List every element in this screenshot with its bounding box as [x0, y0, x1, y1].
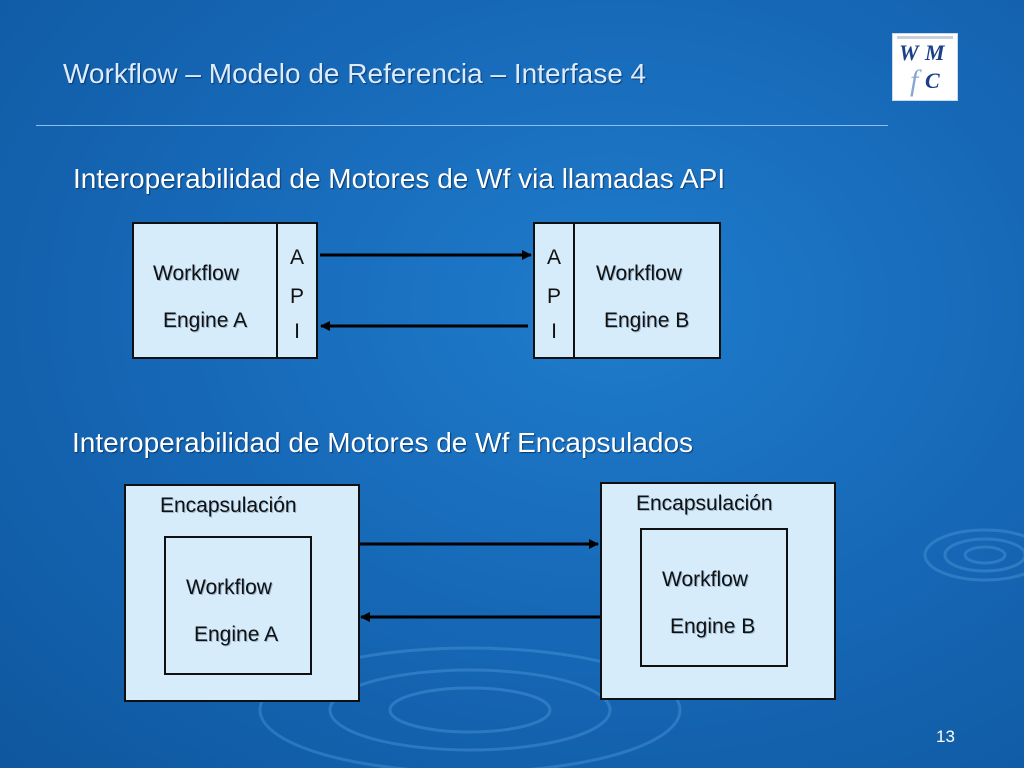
api-box-a: [276, 222, 318, 359]
encapsulation-b-label: Encapsulación: [636, 492, 773, 515]
api-letter: P: [546, 285, 561, 308]
encap-engine-a-line2: Engine A: [194, 623, 279, 646]
encap-engine-a-line1: Workflow: [186, 576, 272, 599]
api-letter: P: [289, 285, 304, 308]
encapsulation-a-label: Encapsulación: [160, 494, 297, 517]
logo-letter: W: [899, 40, 919, 65]
page-number: 13: [936, 727, 955, 746]
engine-b-line1: Workflow: [596, 262, 682, 285]
engine-a-line2: Engine A: [163, 309, 248, 332]
section1-heading: Interoperabilidad de Motores de Wf via l…: [73, 163, 726, 194]
api-letter: A: [546, 246, 561, 269]
engine-a-box: [132, 222, 278, 359]
logo-letter: C: [925, 68, 940, 93]
encap-engine-b-line1: Workflow: [662, 568, 748, 591]
api-box-b: [533, 222, 575, 359]
engine-a-line1: Workflow: [153, 262, 239, 285]
api-letter: I: [294, 320, 300, 343]
engine-b-box: [573, 222, 721, 359]
wfmc-logo: W M f C: [892, 33, 958, 101]
logo-letter: f: [910, 64, 919, 97]
engine-b-inner-box: [640, 528, 788, 667]
api-letter: I: [551, 320, 557, 343]
section2-heading: Interoperabilidad de Motores de Wf Encap…: [72, 427, 694, 458]
title-divider: [36, 125, 888, 126]
encap-engine-b-line2: Engine B: [670, 615, 756, 638]
logo-fine-print: [897, 36, 953, 39]
engine-b-line2: Engine B: [604, 309, 690, 332]
api-letter: A: [289, 246, 304, 269]
logo-letter: M: [925, 40, 945, 65]
engine-a-inner-box: [164, 536, 312, 675]
slide-title: Workflow – Modelo de Referencia – Interf…: [63, 58, 647, 89]
